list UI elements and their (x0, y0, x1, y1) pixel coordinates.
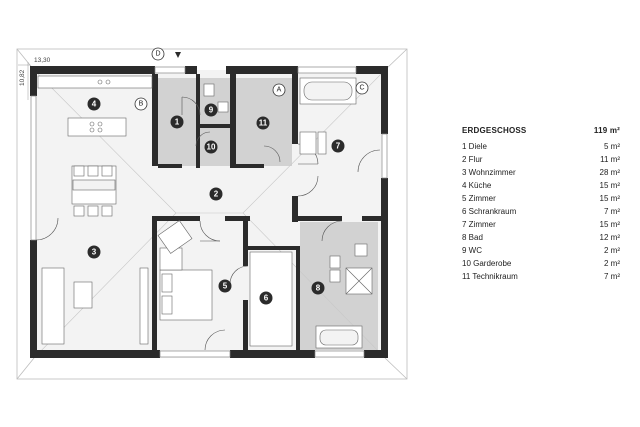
room-marker-3: 3 (87, 245, 101, 259)
legend-room-name: 8 Bad (462, 233, 483, 242)
svg-text:11: 11 (259, 119, 268, 128)
legend-room-area: 15 m² (599, 220, 620, 229)
svg-text:C: C (359, 85, 364, 92)
dim-width: 13,30 (34, 57, 51, 64)
legend-room-area: 7 m² (604, 272, 620, 281)
svg-text:B: B (139, 101, 144, 108)
legend-room-area: 2 m² (604, 259, 620, 268)
legend-row: 10 Garderobe 2 m² (462, 257, 620, 270)
room-marker-8: 8 (311, 281, 325, 295)
room-marker-6: 6 (259, 291, 273, 305)
svg-text:A: A (277, 87, 282, 94)
legend-room-name: 10 Garderobe (462, 259, 512, 268)
legend-room-name: 2 Flur (462, 155, 483, 164)
room-marker-2: 2 (209, 187, 223, 201)
legend-total: 119 m² (593, 126, 620, 135)
svg-text:10: 10 (207, 143, 216, 152)
legend-room-area: 12 m² (599, 233, 620, 242)
svg-text:3: 3 (92, 248, 97, 257)
legend-title: ERDGESCHOSS (462, 126, 527, 135)
legend-row: 9 WC 2 m² (462, 244, 620, 257)
svg-text:D: D (155, 51, 160, 58)
room-marker-1: 1 (170, 115, 184, 129)
section-marker-d: D (151, 47, 181, 61)
letter-marker-C: C (355, 81, 369, 95)
letter-marker-B: B (134, 97, 148, 111)
svg-text:2: 2 (214, 190, 219, 199)
legend-room-area: 7 m² (604, 207, 620, 216)
dimensions: 13,30 10,82 (18, 57, 51, 100)
furniture (37, 75, 373, 349)
room-marker-9: 9 (204, 103, 218, 117)
svg-text:1: 1 (175, 118, 180, 127)
svg-text:6: 6 (264, 294, 269, 303)
legend-room-area: 15 m² (599, 181, 620, 190)
legend-room-area: 5 m² (604, 142, 620, 151)
legend-room-name: 7 Zimmer (462, 220, 496, 229)
room-marker-11: 11 (256, 116, 270, 130)
legend-room-name: 3 Wohnzimmer (462, 168, 516, 177)
room-marker-7: 7 (331, 139, 345, 153)
svg-text:9: 9 (209, 106, 214, 115)
room-marker-4: 4 (87, 97, 101, 111)
room-legend: ERDGESCHOSS 119 m² 1 Diele 5 m² 2 Flur 11 m… (462, 124, 620, 283)
letter-markers: A B C (134, 81, 369, 111)
legend-room-name: 6 Schrankraum (462, 207, 517, 216)
windows (30, 66, 388, 358)
legend-room-area: 11 m² (600, 155, 620, 164)
legend-row: 2 Flur 11 m² (462, 153, 620, 166)
legend-room-name: 9 WC (462, 246, 482, 255)
walls (30, 66, 388, 358)
room-markers: 1 2 3 4 5 6 7 8 9 10 11 (87, 97, 345, 305)
legend-row: 11 Technikraum 7 m² (462, 270, 620, 283)
legend-row: 4 Küche 15 m² (462, 179, 620, 192)
legend-row: 3 Wohnzimmer 28 m² (462, 166, 620, 179)
room-marker-5: 5 (218, 279, 232, 293)
legend-row: 5 Zimmer 15 m² (462, 192, 620, 205)
legend-room-area: 2 m² (604, 246, 620, 255)
legend-room-name: 11 Technikraum (462, 272, 518, 281)
legend-room-name: 4 Küche (462, 181, 492, 190)
letter-marker-A: A (272, 83, 286, 97)
legend-room-area: 28 m² (599, 168, 620, 177)
legend-header: ERDGESCHOSS 119 m² (462, 124, 620, 138)
svg-text:8: 8 (316, 284, 321, 293)
svg-text:7: 7 (336, 142, 341, 151)
legend-room-name: 5 Zimmer (462, 194, 496, 203)
legend-row: 7 Zimmer 15 m² (462, 218, 620, 231)
legend-row: 6 Schrankraum 7 m² (462, 205, 620, 218)
svg-text:4: 4 (92, 100, 97, 109)
legend-row: 1 Diele 5 m² (462, 140, 620, 153)
room-marker-10: 10 (204, 140, 218, 154)
legend-row: 8 Bad 12 m² (462, 231, 620, 244)
dim-height: 10,82 (19, 69, 26, 86)
legend-room-name: 1 Diele (462, 142, 487, 151)
svg-text:5: 5 (223, 282, 228, 291)
legend-room-area: 15 m² (599, 194, 620, 203)
